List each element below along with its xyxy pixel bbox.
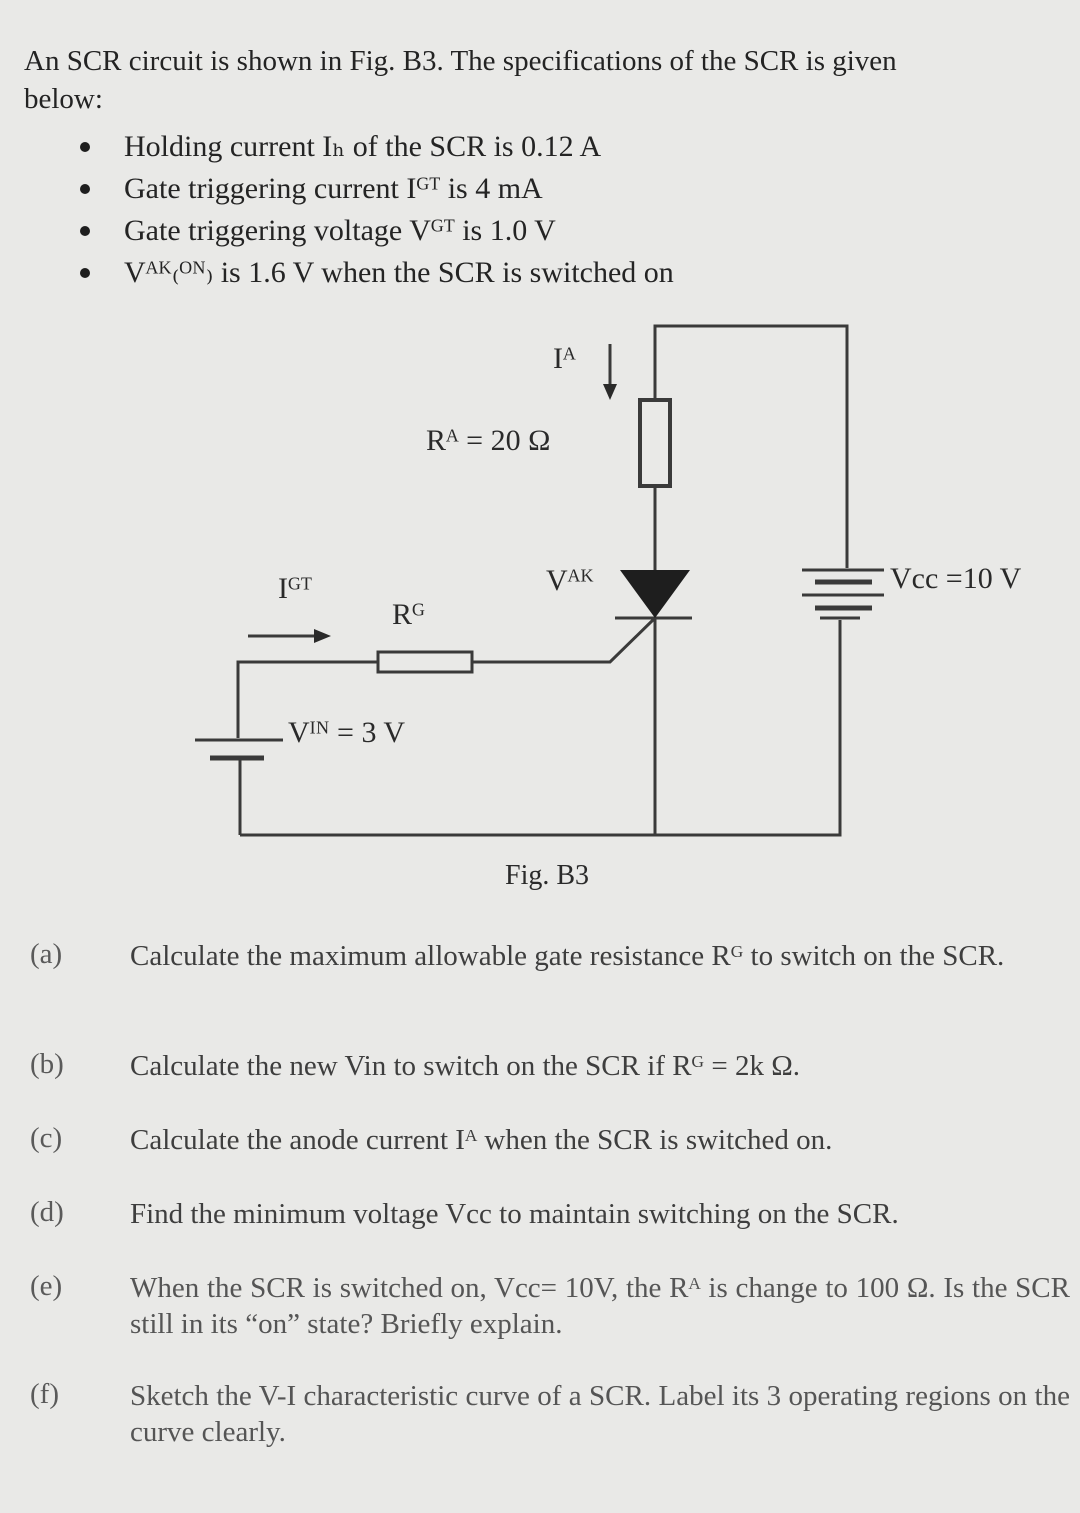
spec-item: Gate triggering voltage Vᴳᵀ is 1.0 V [70, 210, 870, 252]
ra-resistor [638, 398, 672, 488]
question-text: Find the minimum voltage Vcc to maintain… [130, 1198, 899, 1230]
igt-arrow-head-icon [314, 629, 331, 643]
spec-list: Holding current Iₕ of the SCR is 0.12 A … [70, 126, 870, 294]
figure-caption: Fig. B3 [505, 860, 590, 891]
intro-line-1: An SCR circuit is shown in Fig. B3. The … [24, 45, 897, 77]
question-label: (f) [30, 1378, 59, 1410]
question-text: Calculate the maximum allowable gate res… [130, 940, 1005, 972]
ia-arrow-head-icon [603, 384, 617, 400]
ia-label: Iᴬ [553, 342, 576, 375]
intro-line-2: below: [24, 83, 103, 115]
igt-label: Iᴳᵀ [278, 572, 312, 605]
question-label: (d) [30, 1196, 64, 1228]
question-label: (a) [30, 938, 63, 970]
question-label: (b) [30, 1048, 64, 1080]
spec-text: Gate triggering current Iᴳᵀ is 4 mA [124, 172, 543, 205]
question-label: (c) [30, 1122, 63, 1154]
question-text: When the SCR is switched on, Vcc= 10V, t… [130, 1272, 1070, 1340]
spec-text: Vᴬᴷ₍ᴼᴺ₎ is 1.6 V when the SCR is switche… [124, 256, 674, 289]
circuit-svg [195, 324, 884, 837]
bullet-icon [80, 184, 90, 194]
question-label: (e) [30, 1270, 63, 1302]
spec-text: Gate triggering voltage Vᴳᵀ is 1.0 V [124, 214, 556, 247]
scr-triangle-icon [620, 570, 690, 618]
wire-bottom-loop [240, 620, 842, 837]
intro-paragraph: An SCR circuit is shown in Fig. B3. The … [24, 42, 1034, 118]
vak-label: Vᴬᴷ [546, 564, 595, 597]
question-text: Calculate the new Vin to switch on the S… [130, 1050, 801, 1082]
ra-label: Rᴬ = 20 Ω [426, 424, 551, 457]
spec-item: Holding current Iₕ of the SCR is 0.12 A [70, 126, 870, 168]
bullet-icon [80, 268, 90, 278]
gate-lead [472, 616, 657, 664]
spec-text: Holding current Iₕ of the SCR is 0.12 A [124, 130, 602, 163]
wire-top-right [653, 324, 849, 568]
question-text: Calculate the anode current Iᴬ when the … [130, 1124, 833, 1156]
spec-item: Vᴬᴷ₍ᴼᴺ₎ is 1.6 V when the SCR is switche… [70, 252, 870, 294]
rg-resistor [376, 650, 474, 674]
rg-label: Rᴳ [392, 598, 425, 631]
vcc-label: Vcc =10 V [890, 562, 1022, 595]
vin-label: Vᴵᴺ = 3 V [288, 716, 406, 749]
spec-item: Gate triggering current Iᴳᵀ is 4 mA [70, 168, 870, 210]
bullet-icon [80, 226, 90, 236]
bullet-icon [80, 142, 90, 152]
scr-circuit-diagram: Iᴬ Rᴬ = 20 Ω Vᴬᴷ Vcc =10 V Iᴳᵀ Rᴳ Vᴵᴺ = … [0, 300, 1080, 920]
wire-rg-to-source [236, 660, 378, 738]
question-text: Sketch the V-I characteristic curve of a… [130, 1380, 1070, 1448]
